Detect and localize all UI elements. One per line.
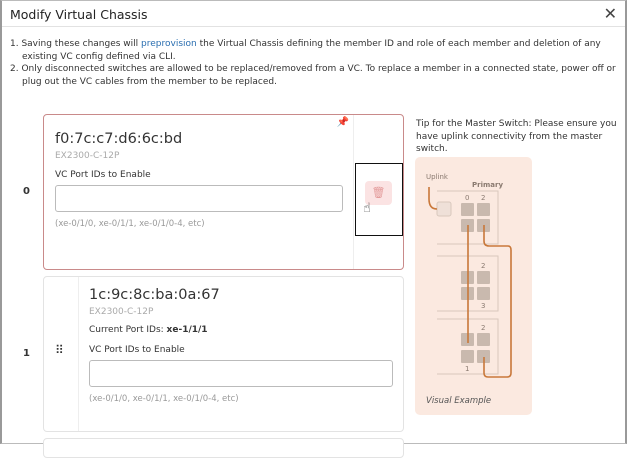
master-switch-tip: Tip for the Master Switch: Please ensure… <box>416 119 617 154</box>
note-2: 2. Only disconnected switches are allowe… <box>10 64 616 87</box>
note-text: 1. Saving these changes will <box>10 39 142 49</box>
vc-port-input[interactable] <box>55 185 343 212</box>
note-text: the Virtual Chassis defining the member … <box>22 39 601 62</box>
member-card-2 <box>43 438 404 458</box>
visual-example-caption: Visual Example <box>426 396 492 406</box>
member-mac: f0:7c:c7:d6:6c:bd <box>55 131 183 147</box>
visual-example-panel: Uplink Primary 0 2 2 3 2 1 Visual Exampl… <box>415 157 532 415</box>
cable-2 <box>483 225 512 378</box>
preprovision-link[interactable]: preprovision <box>141 39 197 49</box>
uplink-cable <box>428 187 438 210</box>
delete-focus-box: 🗑 <box>355 163 403 236</box>
port-number: 2 <box>481 262 485 270</box>
close-icon[interactable]: ✕ <box>603 4 617 23</box>
current-ports: Current Port IDs: xe-1/1/1 <box>89 325 208 335</box>
note-1: 1. Saving these changes will preprovisio… <box>10 38 620 63</box>
member-index: 0 <box>23 186 30 197</box>
port-number: 3 <box>481 302 485 310</box>
member-card-0: 📌 f0:7c:c7:d6:6c:bd EX2300-C-12P VC Port… <box>43 114 404 270</box>
member-model: EX2300-C-12P <box>55 151 120 161</box>
notes-list: 1. Saving these changes will preprovisio… <box>10 38 620 88</box>
port-number: 1 <box>465 365 469 373</box>
drag-handle-icon[interactable]: ⠿ <box>55 343 64 357</box>
delete-button[interactable]: 🗑 <box>365 181 392 205</box>
member-mac: 1c:9c:8c:ba:0a:67 <box>89 287 220 303</box>
vc-diagram: Uplink Primary 0 2 2 3 2 1 <box>426 173 512 378</box>
divider <box>353 115 354 269</box>
member-index: 1 <box>23 348 30 359</box>
port-label: VC Port IDs to Enable <box>89 345 185 355</box>
uplink-label: Uplink <box>426 173 449 181</box>
port-number: 0 <box>465 194 469 202</box>
port-hint: (xe-0/1/0, xe-0/1/1, xe-0/1/0-4, etc) <box>89 394 239 404</box>
vc-port-input[interactable] <box>89 360 393 387</box>
member-card-1: ⠿ 1c:9c:8c:ba:0a:67 EX2300-C-12P Current… <box>43 276 404 432</box>
dialog-header: Modify Virtual Chassis ✕ <box>2 1 625 27</box>
current-ports-value: xe-1/1/1 <box>166 325 208 335</box>
dialog-title: Modify Virtual Chassis <box>10 7 148 22</box>
trash-icon: 🗑 <box>371 186 386 199</box>
uplink-port <box>436 201 452 217</box>
port-number: 2 <box>481 324 485 332</box>
member-model: EX2300-C-12P <box>89 307 154 317</box>
hand-cursor-icon: ☝ <box>363 201 371 216</box>
pin-icon[interactable]: 📌 <box>336 117 349 128</box>
primary-label: Primary <box>472 181 503 189</box>
port-hint: (xe-0/1/0, xe-0/1/1, xe-0/1/0-4, etc) <box>55 219 205 229</box>
divider <box>78 277 79 431</box>
port-number: 2 <box>481 194 485 202</box>
current-ports-label: Current Port IDs: <box>89 325 167 335</box>
port-label: VC Port IDs to Enable <box>55 170 151 180</box>
